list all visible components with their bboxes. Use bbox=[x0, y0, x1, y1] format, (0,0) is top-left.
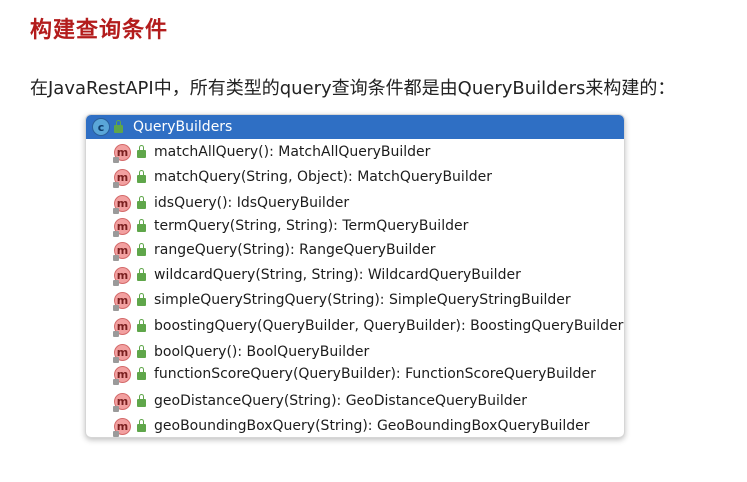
method-item[interactable]: m functionScoreQuery(QueryBuilder): Func… bbox=[113, 363, 596, 385]
method-signature: boolQuery(): BoolQueryBuilder bbox=[154, 344, 370, 360]
method-icon: m bbox=[113, 217, 131, 237]
lock-icon bbox=[137, 293, 146, 306]
method-item[interactable]: m boostingQuery(QueryBuilder, QueryBuild… bbox=[113, 315, 624, 337]
structure-popup: c QueryBuilders m matchAllQuery(): Match… bbox=[85, 114, 625, 438]
method-signature: idsQuery(): IdsQueryBuilder bbox=[154, 195, 350, 211]
method-signature: matchQuery(String, Object): MatchQueryBu… bbox=[154, 169, 492, 185]
method-item[interactable]: m matchAllQuery(): MatchAllQueryBuilder bbox=[113, 141, 431, 163]
method-signature: functionScoreQuery(QueryBuilder): Functi… bbox=[154, 366, 596, 382]
method-item[interactable]: m geoBoundingBoxQuery(String): GeoBoundi… bbox=[113, 415, 590, 437]
method-icon: m bbox=[113, 143, 131, 163]
method-item[interactable]: m termQuery(String, String): TermQueryBu… bbox=[113, 215, 469, 237]
page-title: 构建查询条件 bbox=[30, 18, 169, 43]
method-item[interactable]: m boolQuery(): BoolQueryBuilder bbox=[113, 341, 370, 363]
lock-icon bbox=[137, 170, 146, 183]
method-icon: m bbox=[113, 168, 131, 188]
lock-icon bbox=[137, 367, 146, 380]
method-signature: wildcardQuery(String, String): WildcardQ… bbox=[154, 267, 521, 283]
method-icon: m bbox=[113, 291, 131, 311]
method-item[interactable]: m idsQuery(): IdsQueryBuilder bbox=[113, 192, 350, 214]
method-signature: matchAllQuery(): MatchAllQueryBuilder bbox=[154, 144, 431, 160]
method-icon: m bbox=[113, 343, 131, 363]
method-item[interactable]: m rangeQuery(String): RangeQueryBuilder bbox=[113, 239, 436, 261]
intro-text: 在JavaRestAPI中，所有类型的query查询条件都是由QueryBuil… bbox=[30, 78, 676, 99]
method-item[interactable]: m geoDistanceQuery(String): GeoDistanceQ… bbox=[113, 390, 528, 412]
method-icon: m bbox=[113, 417, 131, 437]
method-item[interactable]: m simpleQueryStringQuery(String): Simple… bbox=[113, 289, 571, 311]
method-icon: m bbox=[113, 392, 131, 412]
method-signature: boostingQuery(QueryBuilder, QueryBuilder… bbox=[154, 318, 624, 334]
lock-icon bbox=[137, 345, 146, 358]
class-icon: c bbox=[92, 118, 110, 136]
lock-icon bbox=[137, 145, 146, 158]
method-signature: rangeQuery(String): RangeQueryBuilder bbox=[154, 242, 436, 258]
lock-icon bbox=[137, 243, 146, 256]
lock-icon bbox=[137, 196, 146, 209]
method-icon: m bbox=[113, 365, 131, 385]
popup-header[interactable]: c QueryBuilders bbox=[86, 115, 624, 139]
method-icon: m bbox=[113, 317, 131, 337]
method-signature: termQuery(String, String): TermQueryBuil… bbox=[154, 218, 469, 234]
method-icon: m bbox=[113, 266, 131, 286]
method-item[interactable]: m matchQuery(String, Object): MatchQuery… bbox=[113, 166, 492, 188]
method-signature: simpleQueryStringQuery(String): SimpleQu… bbox=[154, 292, 571, 308]
lock-icon bbox=[114, 120, 123, 133]
method-signature: geoDistanceQuery(String): GeoDistanceQue… bbox=[154, 393, 528, 409]
lock-icon bbox=[137, 268, 146, 281]
lock-icon bbox=[137, 319, 146, 332]
lock-icon bbox=[137, 219, 146, 232]
popup-title: QueryBuilders bbox=[133, 119, 233, 135]
method-item[interactable]: m wildcardQuery(String, String): Wildcar… bbox=[113, 264, 521, 286]
method-signature: geoBoundingBoxQuery(String): GeoBounding… bbox=[154, 418, 590, 434]
lock-icon bbox=[137, 394, 146, 407]
method-icon: m bbox=[113, 194, 131, 214]
method-icon: m bbox=[113, 241, 131, 261]
lock-icon bbox=[137, 419, 146, 432]
